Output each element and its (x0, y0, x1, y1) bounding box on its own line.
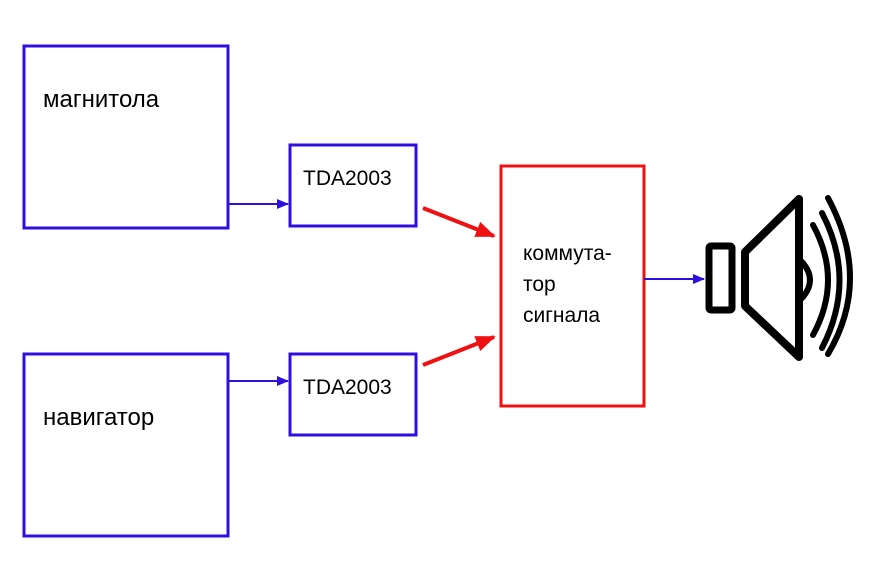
arrow-amp-top-to-switch (422, 206, 496, 238)
amplifier-top-label: TDA2003 (303, 167, 392, 190)
navigator-block: навигатор (22, 352, 230, 538)
navigator-label: навигатор (43, 404, 154, 431)
amplifier-bottom-label: TDA2003 (303, 376, 392, 399)
amplifier-top-block: TDA2003 (288, 143, 418, 228)
amplifier-bottom-block: TDA2003 (288, 352, 418, 437)
signal-switch-label-line2: тор (523, 273, 556, 296)
radio-label: магнитола (43, 86, 160, 113)
speaker-icon (705, 195, 853, 361)
arrow-amp-bottom-to-switch (422, 335, 496, 367)
radio-block: магнитола (22, 44, 230, 230)
signal-switch-label-line3: сигнала (523, 304, 600, 327)
signal-switch-block: коммута- тор сигнала (499, 164, 646, 408)
signal-switch-label-line1: коммута- (523, 242, 612, 265)
